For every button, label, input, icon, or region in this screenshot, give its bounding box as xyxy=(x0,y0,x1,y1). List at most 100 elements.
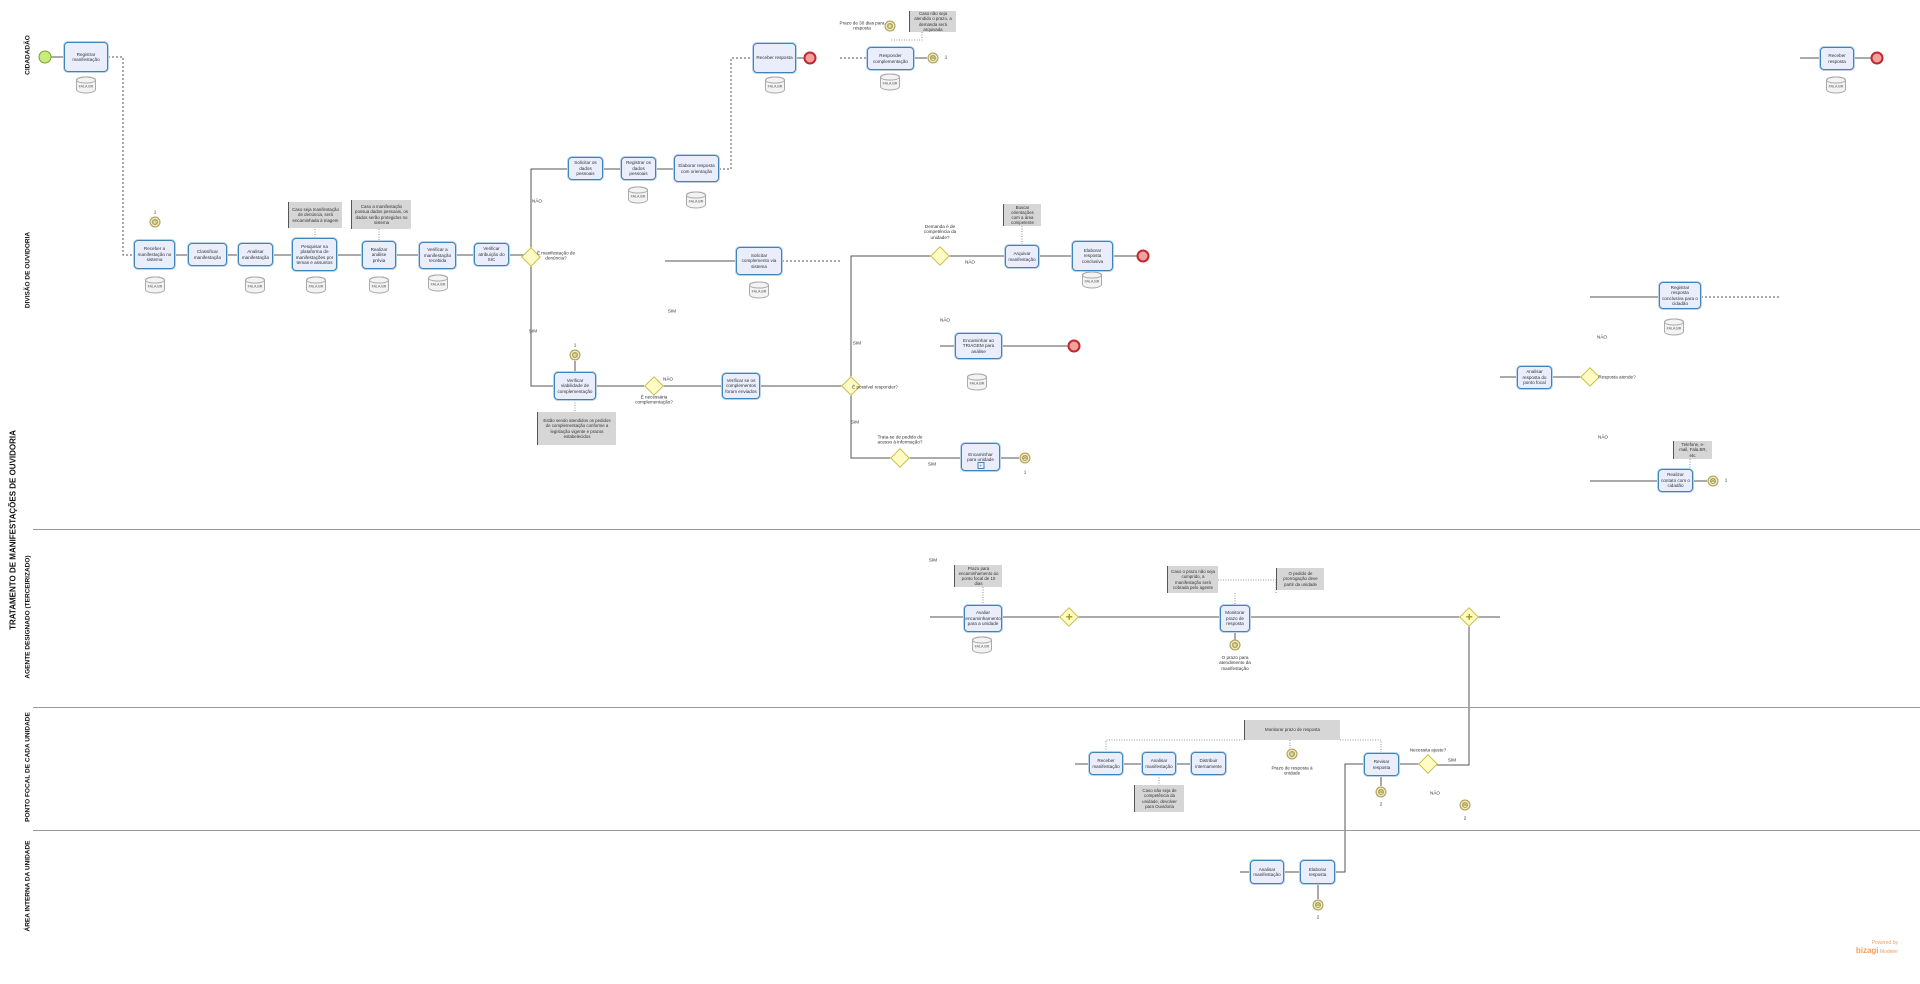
data-store-label: FALA.BR xyxy=(969,381,985,386)
gateway-label: É manifestação de denúncia? xyxy=(536,250,576,261)
event-label: 1 xyxy=(153,209,157,215)
text-annotation: Caso não seja atendido o prazo, a demand… xyxy=(909,11,956,32)
task[interactable]: Distribuir internamente xyxy=(1191,752,1226,775)
lane-label: PONTO FOCAL DE CADA UNIDADE xyxy=(24,712,32,822)
data-store-icon: FALA.BR xyxy=(245,276,265,294)
task[interactable]: Registrar manifestação xyxy=(64,42,108,72)
message-event-icon: ✉ xyxy=(1459,799,1471,811)
gateway-label: É possível responder? xyxy=(852,384,898,390)
data-store-icon: FALA.BR xyxy=(1664,318,1684,336)
flow-label: NÃO xyxy=(1430,790,1440,796)
flow-label: SIM xyxy=(667,308,677,314)
event-label: 2 xyxy=(1463,815,1467,821)
task[interactable]: Receber a manifestação no sistema xyxy=(134,240,175,269)
task[interactable]: Receber resposta xyxy=(753,43,796,73)
event-label: Prazo de 30 dias para resposta xyxy=(839,20,885,31)
task[interactable]: Receber resposta xyxy=(1820,47,1854,70)
task[interactable]: Analisar manifestação xyxy=(1142,752,1176,775)
task-label: Receber a manifestação no sistema xyxy=(137,246,172,263)
text-annotation: O pedido de prorrogação deve partir da u… xyxy=(1276,568,1324,590)
task-label: Verificar se os complementos foram envia… xyxy=(725,377,757,394)
flow-label: SIM xyxy=(1447,757,1457,763)
message-event-icon: ✉ xyxy=(1312,899,1324,911)
task-label: Arquivar manifestação xyxy=(1008,251,1036,262)
pool-label: TRATAMENTO DE MANIFESTAÇÕES DE OUVIDORIA xyxy=(8,430,18,630)
flow-label: NÃO xyxy=(940,317,950,323)
flow-label: NÃO xyxy=(1598,434,1608,440)
task[interactable]: Revisar resposta xyxy=(1364,753,1399,776)
data-store-label: FALA.BR xyxy=(630,194,646,199)
message-event-icon: ✉ xyxy=(927,52,939,64)
text-annotation: Monitorar prazo de resposta xyxy=(1244,720,1340,740)
task[interactable]: Elaborar resposta com orientação xyxy=(674,155,719,182)
lane-label: ÁREA INTERNA DA UNIDADE xyxy=(24,840,32,932)
task[interactable]: Registrar resposta conclusiva para o cid… xyxy=(1659,282,1701,309)
text-annotation: Telefone, e-mail, Fala.BR, etc. xyxy=(1673,441,1712,459)
task[interactable]: Encaminhar ao TRIAGEM para análise xyxy=(955,333,1002,359)
task[interactable]: Analisar manifestação xyxy=(1250,860,1284,884)
data-store-label: FALA.BR xyxy=(78,84,94,89)
event-label: 1 xyxy=(573,342,577,348)
task[interactable]: Monitorar prazo de resposta xyxy=(1220,605,1250,632)
data-store-icon: FALA.BR xyxy=(749,281,769,299)
event-label: Prazo de resposta à unidade xyxy=(1271,765,1313,776)
task-label: Avaliar encaminhamento para a unidade xyxy=(965,610,1001,627)
text-annotation: Caso o prazo não seja cumprido, a manife… xyxy=(1167,566,1218,593)
task-label: Classificar manifestação xyxy=(193,249,222,260)
task[interactable]: Verificar viabilidade de complementação xyxy=(554,372,596,400)
event-label: 1 xyxy=(1023,469,1027,475)
gateway-label: Demanda é de competência da unidade? xyxy=(923,223,957,240)
task[interactable]: Realizar contato com o cidadão xyxy=(1658,469,1693,492)
task-label: Monitorar prazo de resposta xyxy=(1225,610,1245,627)
task-label: Receber resposta xyxy=(756,55,793,61)
task[interactable]: Verificar se os complementos foram envia… xyxy=(722,373,760,399)
data-store-label: FALA.BR xyxy=(430,282,446,287)
task[interactable]: Receber manifestação xyxy=(1089,752,1123,775)
data-store-icon: FALA.BR xyxy=(765,76,785,94)
end-event-icon xyxy=(1870,51,1884,65)
task[interactable]: Elaborar resposta xyxy=(1300,860,1335,884)
task-label: Encaminhar ao TRIAGEM para análise xyxy=(962,337,995,354)
flow-label: SIM xyxy=(852,340,862,346)
task-label: Realizar análise prévia xyxy=(370,246,388,263)
task[interactable]: Classificar manifestação xyxy=(188,243,227,266)
task[interactable]: Realizar análise prévia xyxy=(362,241,396,269)
task[interactable]: Verificar a manifestação recebida xyxy=(419,242,456,269)
task[interactable]: Pesquisar na plataforma de manifestações… xyxy=(292,238,337,271)
task-label: Elaborar resposta com orientação xyxy=(678,163,715,174)
text-annotation: Caso a manifestação possua dados pessoai… xyxy=(351,200,411,229)
task[interactable]: Registrar os dados pessoais xyxy=(621,157,656,180)
task-label: Verificar atribuição do SIC xyxy=(478,246,505,263)
task[interactable]: Avaliar encaminhamento para a unidade xyxy=(964,605,1002,632)
end-event-icon xyxy=(803,51,817,65)
task[interactable]: Elaborar resposta conclusiva xyxy=(1072,241,1113,271)
task-label: Distribuir internamente xyxy=(1195,758,1222,769)
task[interactable]: Analisar resposta do ponto focal xyxy=(1517,366,1552,389)
task[interactable]: Analisar manifestação xyxy=(238,243,273,266)
event-label: 1 xyxy=(944,54,948,60)
message-event-icon: ✉ xyxy=(1707,475,1719,487)
timer-event-icon: ◷ xyxy=(1286,748,1298,760)
task-label: Registrar resposta conclusiva para o cid… xyxy=(1662,284,1698,306)
task-label: Solicitar complemento via sistema xyxy=(741,252,777,269)
logo-line: Powered by xyxy=(1871,940,1898,946)
task[interactable]: Responder complementação xyxy=(867,47,914,70)
task-label: Elaborar resposta xyxy=(1308,866,1327,877)
task[interactable]: Verificar atribuição do SIC xyxy=(474,243,509,266)
text-annotation: Estão sendo atendidos os pedidos de comp… xyxy=(537,412,616,445)
data-store-label: FALA.BR xyxy=(308,284,324,289)
timer-event-icon: ◷ xyxy=(884,20,896,32)
lane-label: DIVISÃO DE OUVIDORIA xyxy=(24,231,32,309)
event-label: 2 xyxy=(1316,914,1320,920)
text-annotation: Caso seja manifestação de denúncia, será… xyxy=(288,202,342,228)
task[interactable]: Arquivar manifestação xyxy=(1005,245,1039,268)
task[interactable]: Solicitar os dados pessoais xyxy=(568,157,603,180)
data-store-label: FALA.BR xyxy=(974,644,990,649)
task[interactable]: Solicitar complemento via sistema xyxy=(736,247,782,275)
message-event-icon: ✉ xyxy=(1375,786,1387,798)
task[interactable]: Encaminhar para unidade+ xyxy=(961,443,1000,471)
data-store-icon: FALA.BR xyxy=(880,73,900,91)
